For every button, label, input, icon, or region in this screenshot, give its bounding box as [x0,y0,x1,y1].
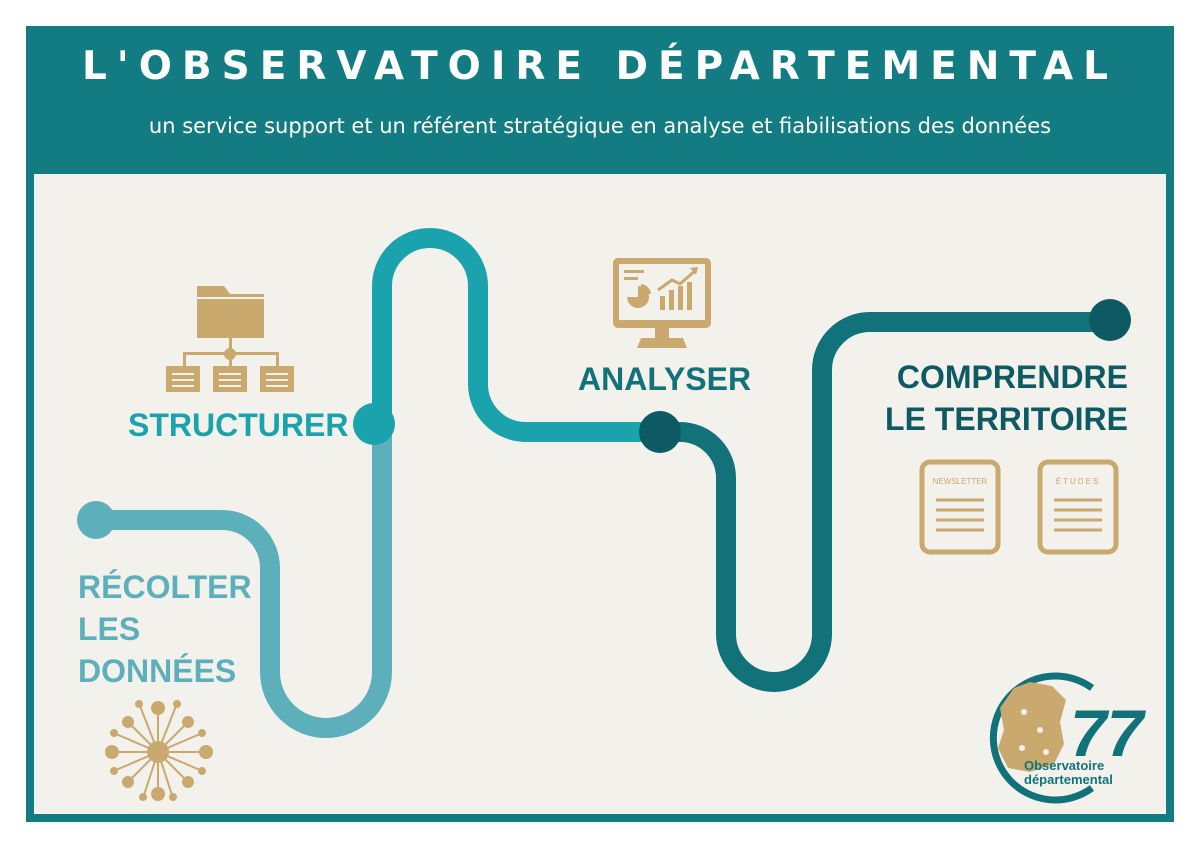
path-node-start [77,501,115,539]
step-label-collect-line2: LES [78,611,141,647]
path-segment-analyse [650,312,1120,693]
map-icon [998,682,1066,772]
path-node-end [1089,299,1131,341]
step-label-understand-line2: LE TERRITOIRE [885,401,1128,437]
etudes-document-icon: ÉTUDES [1037,459,1119,555]
path-node-analyse [639,411,681,453]
newsletter-document-icon: NEWSLETTER [919,459,1001,555]
step-label-collect-line3: DONNÉES [78,653,237,689]
page-title: L'OBSERVATOIRE DÉPARTEMENTAL [81,44,1119,89]
observatoire-logo: 77 Observatoire départemental [989,672,1147,804]
page-subtitle: un service support et un référent straté… [148,114,1052,138]
step-label-understand: COMPRENDRE LE TERRITOIRE [885,356,1128,440]
step-label-collect-line1: RÉCOLTER [78,569,252,605]
path-segment-structure [372,228,670,442]
logo-number: 77 [1070,696,1147,770]
path-segment-collect [86,414,392,739]
step-label-understand-line1: COMPRENDRE [896,359,1128,395]
step-label-analyse: ANALYSER [578,361,752,397]
logo-line1: Observatoire [1024,758,1104,773]
folder-hierarchy-icon [166,286,294,392]
network-icon [105,700,213,801]
content-panel [34,174,1166,814]
logo-line2: départemental [1024,772,1113,787]
monitor-chart-icon [613,258,711,348]
etudes-label: ÉTUDES [1056,477,1100,486]
path-node-structure [353,403,395,445]
step-label-collect: RÉCOLTER LES DONNÉES [78,566,252,692]
step-label-structure: STRUCTURER [128,407,349,443]
newsletter-label: NEWSLETTER [933,477,988,486]
